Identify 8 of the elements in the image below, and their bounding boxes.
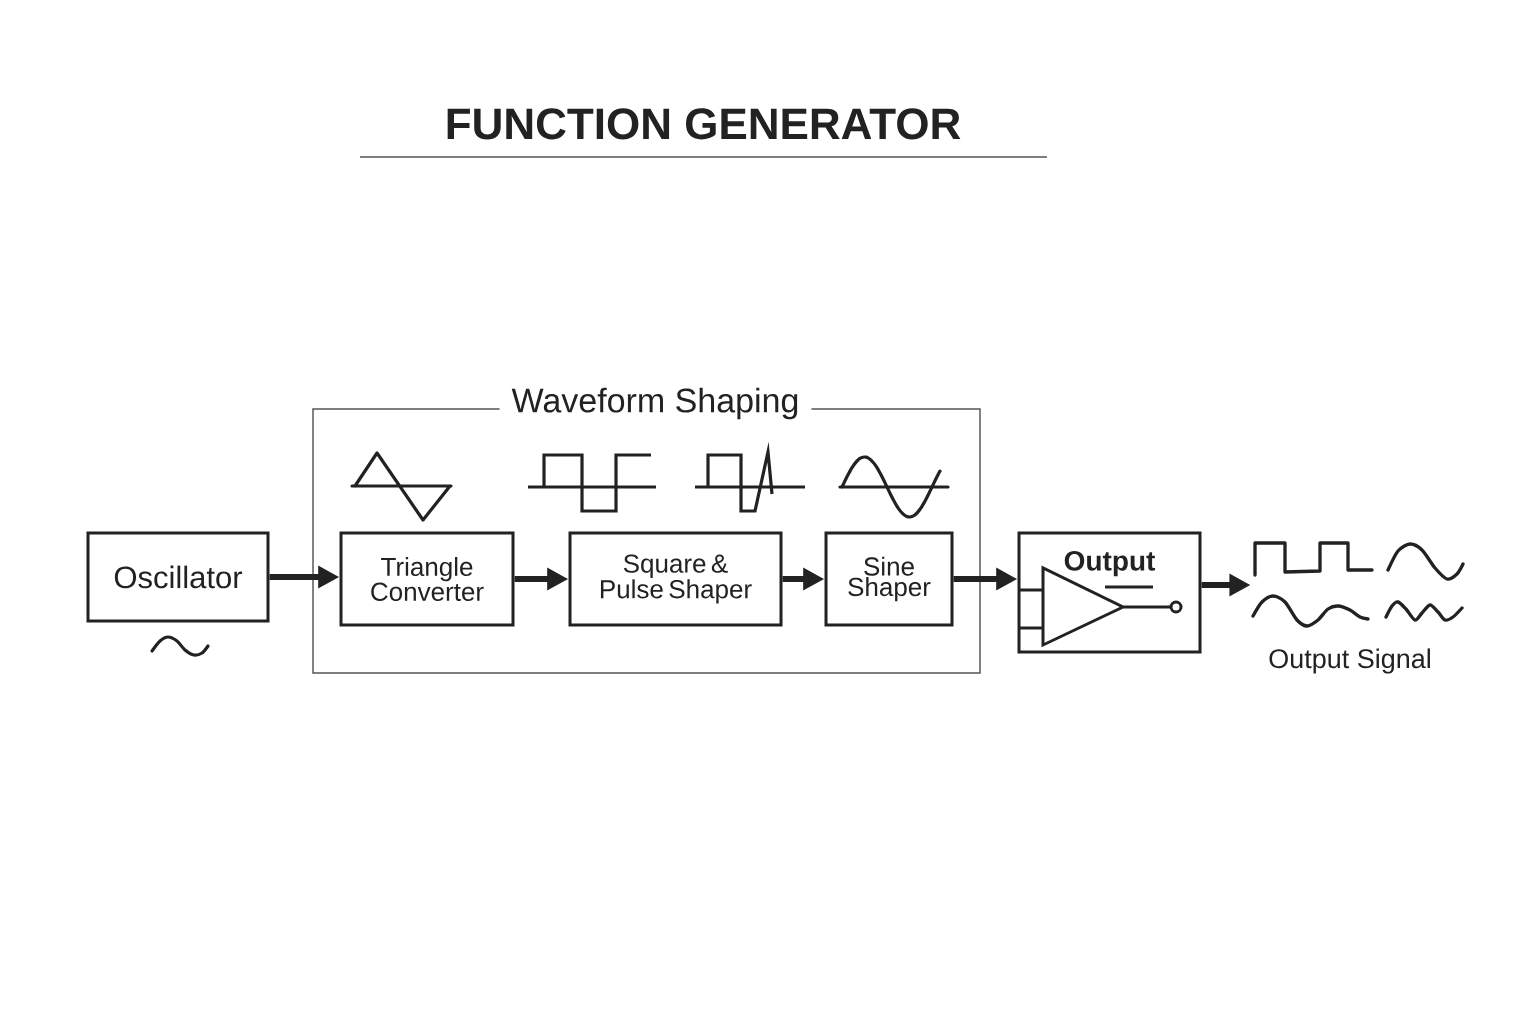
process-box: Sine Shaper — [824, 531, 954, 627]
process-box: Oscillator — [86, 531, 270, 623]
process-box: Triangle Converter — [339, 531, 515, 627]
node-label: Output Signal — [1269, 648, 1430, 674]
waveforms-picture — [1251, 541, 1465, 628]
title: FUNCTION GENERATOR — [447, 108, 961, 140]
process-box: Square & Pulse Shaper — [568, 531, 783, 627]
process-box: Output — [1017, 531, 1202, 654]
